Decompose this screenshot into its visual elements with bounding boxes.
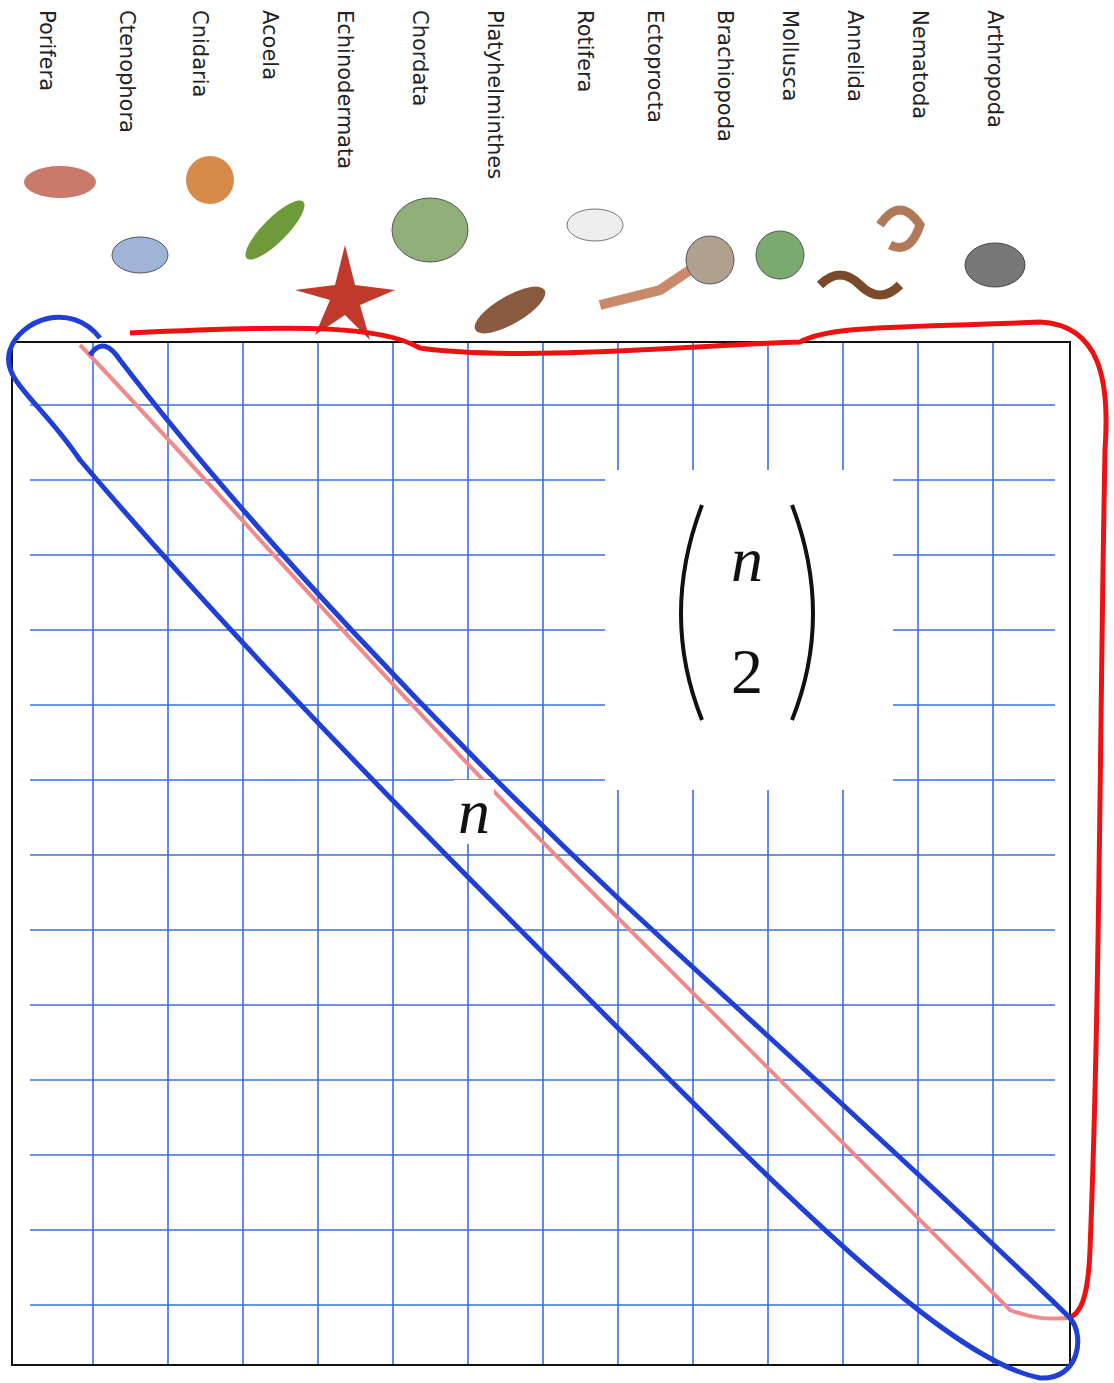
phylum-label: Platyhelminthes — [483, 10, 507, 179]
phylum-label: Brachiopoda — [713, 10, 737, 142]
phylum-label: Chordata — [408, 10, 432, 106]
binomial-top: n — [731, 528, 763, 592]
phylum-label: Echinodermata — [333, 10, 357, 169]
phylum-label: Annelida — [843, 10, 867, 102]
blue-diagonal-loop — [8, 317, 1077, 1378]
phylum-label: Cnidaria — [188, 10, 212, 97]
phylum-label: Acoela — [258, 10, 282, 80]
right-paren — [792, 505, 813, 720]
animal-icons — [24, 156, 1025, 342]
phylum-label: Arthropoda — [983, 10, 1007, 128]
phylum-label: Mollusca — [778, 10, 802, 101]
grid-lines — [30, 342, 1055, 1365]
left-paren — [681, 505, 702, 720]
phylum-label: Ectoprocta — [643, 10, 667, 123]
binomial-bottom: 2 — [731, 640, 763, 704]
red-outline — [130, 322, 1106, 1318]
phylum-label: Rotifera — [573, 10, 597, 92]
phylum-label: Nematoda — [908, 10, 932, 119]
matrix-frame — [12, 342, 1070, 1365]
binomial-patch — [610, 472, 890, 787]
diagonal-count: n — [454, 780, 494, 844]
phylum-label: Ctenophora — [115, 10, 139, 133]
phylum-label: Porifera — [35, 10, 59, 91]
